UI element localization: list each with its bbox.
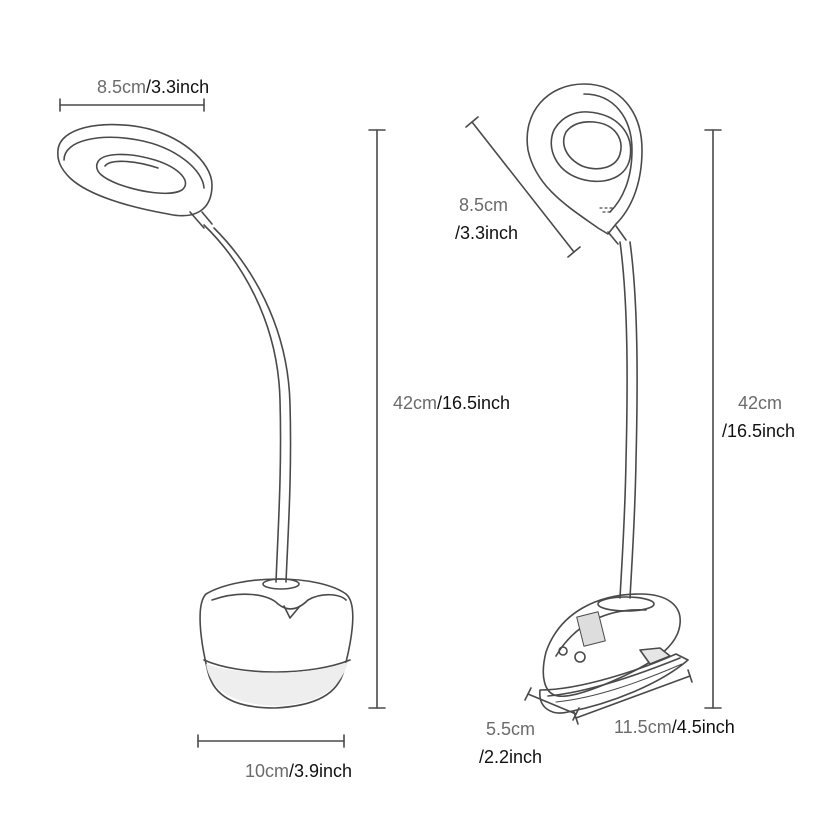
right-lamp-clip-jaw: [539, 653, 689, 714]
right-head-dimension-line: [465, 116, 581, 258]
left-head-width-inch: /3.3inch: [146, 77, 210, 97]
right-clip-length-inch: /4.5inch: [671, 717, 735, 737]
right-clip-length-dimension-line: [573, 669, 693, 725]
left-base-width-inch: /3.9inch: [289, 761, 353, 781]
left-base-width-label: 10cm/3.9inch: [245, 760, 352, 782]
left-height-dimension-line: [368, 129, 386, 709]
right-lamp-touch-button-icon: [574, 651, 586, 663]
left-height-cm: 42cm: [393, 393, 438, 413]
right-height-inch-label: /16.5inch: [722, 420, 795, 442]
right-clip-width-cm: 5.5cm: [486, 719, 536, 739]
left-lamp-head: [57, 123, 213, 217]
right-clip-width-inch-label: /2.2inch: [479, 746, 542, 768]
left-head-width-label: 8.5cm/3.3inch: [97, 76, 209, 98]
left-height-label: 42cm/16.5inch: [393, 392, 510, 414]
right-height-dimension-line: [704, 129, 722, 709]
right-lamp-lens: [562, 121, 622, 170]
right-head-diameter-cm-label: 8.5cm: [459, 194, 508, 216]
left-lamp-gooseneck: [203, 224, 282, 583]
left-base-dimension-line: [197, 734, 345, 748]
right-head-diameter-cm: 8.5cm: [459, 195, 509, 215]
right-lamp-gooseneck: [619, 241, 628, 599]
right-head-diameter-inch: /3.3inch: [455, 223, 519, 243]
right-lamp-head: [526, 83, 643, 235]
left-lamp-lens: [95, 153, 187, 195]
left-height-inch: /16.5inch: [437, 393, 511, 413]
right-clip-width-cm-label: 5.5cm: [486, 718, 535, 740]
right-lamp-sensor-dots: [599, 207, 613, 213]
right-clip-width-dimension-line: [524, 687, 580, 721]
left-base-width-cm: 10cm: [245, 761, 290, 781]
right-height-cm-label: 42cm: [738, 392, 782, 414]
left-lamp: [57, 123, 354, 709]
right-height-inch: /16.5inch: [722, 421, 796, 441]
right-clip-length-label: 11.5cm/4.5inch: [614, 716, 735, 738]
right-head-diameter-inch-label: /3.3inch: [455, 222, 518, 244]
right-height-cm: 42cm: [738, 393, 783, 413]
right-lamp-clip-body: [542, 593, 681, 698]
right-lamp-logo: [576, 611, 606, 647]
left-head-dimension-line: [59, 98, 205, 112]
right-lamp: [526, 83, 689, 714]
right-lamp-power-button-icon: [558, 646, 568, 656]
left-head-width-cm: 8.5cm: [97, 77, 147, 97]
right-clip-length-cm: 11.5cm: [614, 717, 672, 737]
right-clip-width-inch: /2.2inch: [479, 747, 543, 767]
